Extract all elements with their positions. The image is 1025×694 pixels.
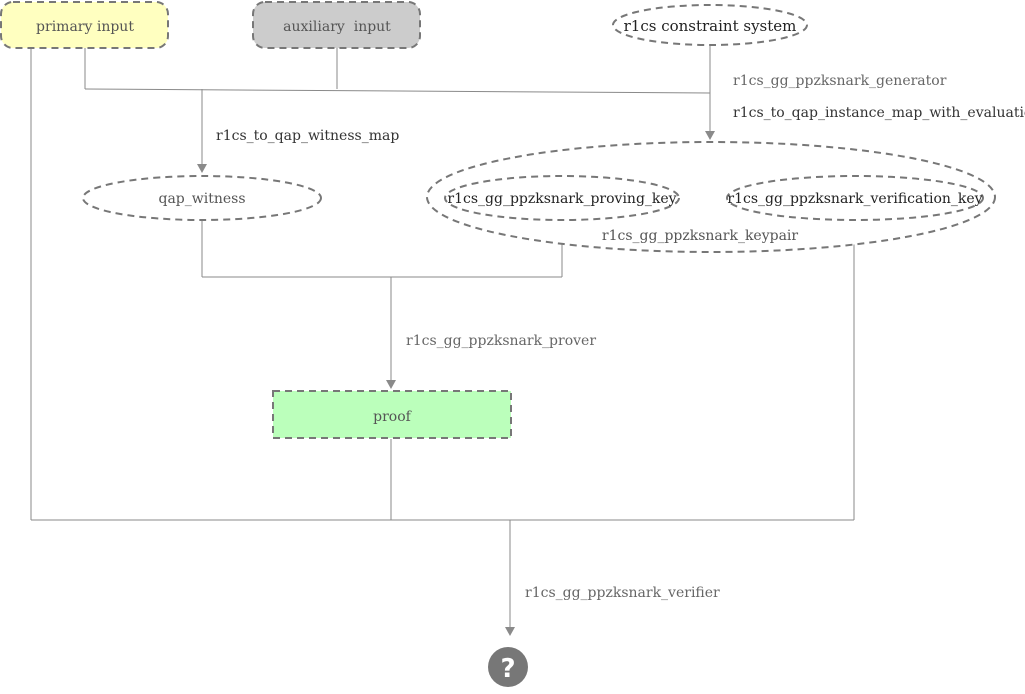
node-primary-input: primary input <box>0 1 169 49</box>
auxiliary-input-box <box>252 1 421 49</box>
question-mark-circle-icon <box>488 647 528 687</box>
proving-key-ellipse <box>444 175 680 221</box>
keypair-label: r1cs_gg_ppzksnark_keypair <box>602 228 799 244</box>
node-proof: proof <box>272 390 512 439</box>
constraint-system-ellipse <box>612 4 808 46</box>
node-result: ? <box>488 647 528 687</box>
arrowhead-to-proof <box>386 380 396 389</box>
generator-label: r1cs_gg_ppzksnark_generator <box>733 73 947 89</box>
edges <box>30 44 855 636</box>
proof-label: proof <box>373 409 413 425</box>
node-qap-witness: qap_witness <box>82 175 322 221</box>
primary-input-box <box>0 1 169 49</box>
qap-witness-label: qap_witness <box>158 191 245 207</box>
edge-inputs-merge <box>84 88 711 94</box>
witness-map-label: r1cs_to_qap_witness_map <box>216 128 399 144</box>
prover-label: r1cs_gg_ppzksnark_prover <box>406 333 596 349</box>
keypair-ellipse <box>426 141 996 253</box>
verification-key-ellipse <box>726 175 984 221</box>
verification-key-label: r1cs_gg_ppzksnark_verification_key <box>727 191 982 207</box>
instance-map-label: r1cs_to_qap_instance_map_with_evaluation <box>733 105 1025 121</box>
node-auxiliary-input: auxiliary input <box>252 1 421 49</box>
result-icon-glyph: ? <box>500 654 515 684</box>
node-constraint-system: r1cs constraint system <box>612 4 808 46</box>
auxiliary-input-label: auxiliary input <box>283 19 391 35</box>
primary-input-label: primary input <box>36 19 134 35</box>
constraint-system-label: r1cs constraint system <box>624 17 797 35</box>
node-keypair: r1cs_gg_ppzksnark_proving_key r1cs_gg_pp… <box>426 141 996 253</box>
proving-key-label: r1cs_gg_ppzksnark_proving_key <box>447 191 676 207</box>
edge-labels: r1cs_gg_ppzksnark_generator r1cs_to_qap_… <box>216 73 1025 601</box>
arrowhead-to-qap-witness <box>197 164 207 173</box>
arrowhead-to-keypair <box>705 131 715 140</box>
proof-box <box>272 390 512 439</box>
verifier-label: r1cs_gg_ppzksnark_verifier <box>525 585 720 601</box>
arrowhead-to-result <box>505 627 515 636</box>
qap-witness-ellipse <box>82 175 322 221</box>
